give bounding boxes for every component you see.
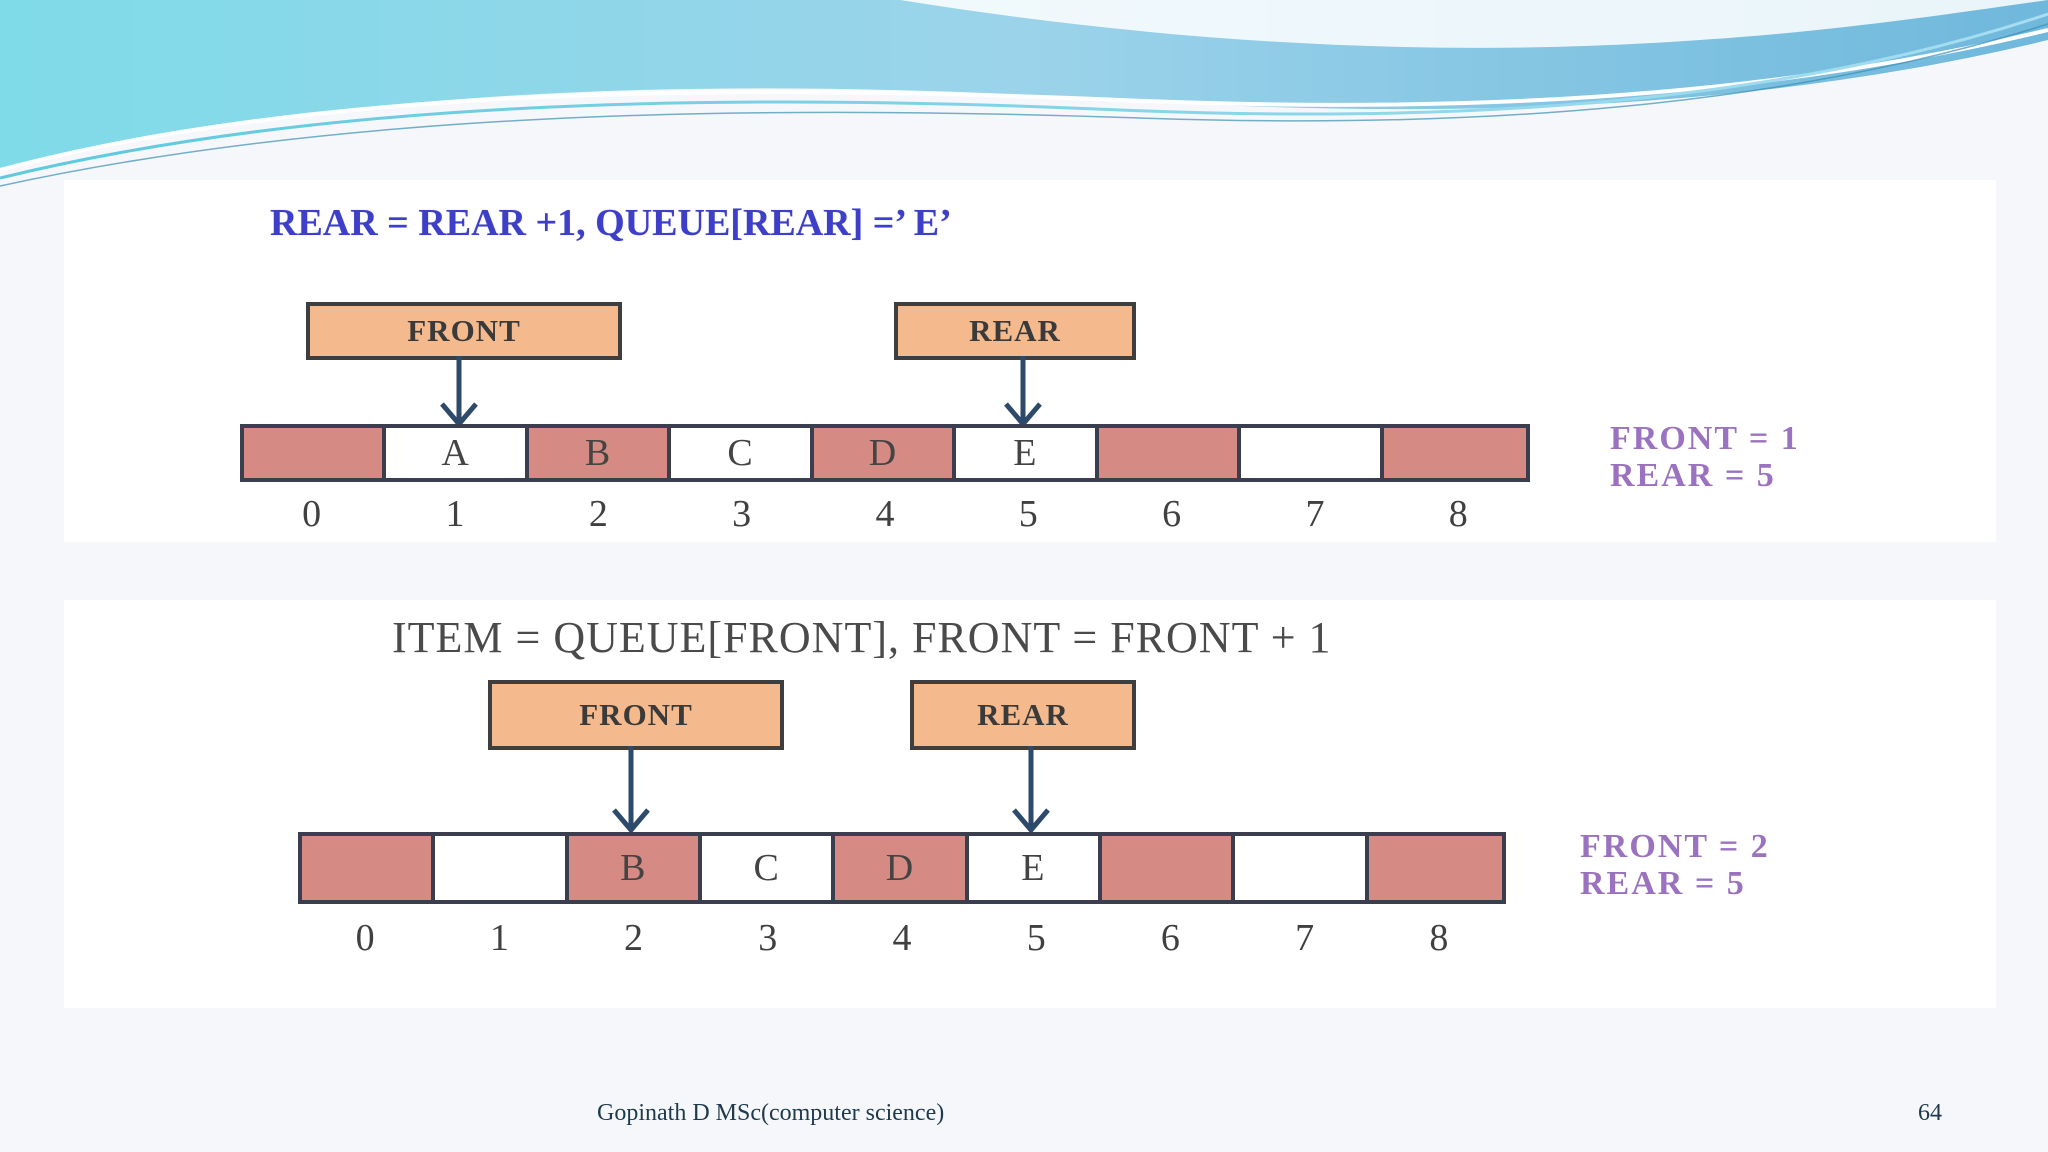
pointer-status: FRONT = 1 REAR = 5 — [1610, 420, 1800, 495]
index-label: 1 — [432, 916, 566, 960]
rear-pointer-box: REAR — [910, 680, 1136, 750]
index-label: 6 — [1100, 492, 1243, 536]
array-cell: B — [529, 428, 671, 478]
array-cell — [244, 428, 386, 478]
array-cell: D — [814, 428, 956, 478]
front-pointer-box: FRONT — [306, 302, 622, 360]
array-cell: B — [569, 836, 702, 900]
pointer-status: FRONT = 2 REAR = 5 — [1580, 828, 1770, 903]
array-cell — [1384, 428, 1526, 478]
front-arrow-icon — [606, 746, 656, 838]
index-label: 3 — [701, 916, 835, 960]
header-wave-decoration — [0, 0, 2048, 190]
index-label: 3 — [670, 492, 813, 536]
array-cell: D — [835, 836, 968, 900]
index-label: 5 — [969, 916, 1103, 960]
rear-status: REAR = 5 — [1610, 457, 1800, 494]
index-label: 0 — [298, 916, 432, 960]
front-status: FRONT = 2 — [1580, 828, 1770, 865]
array-cell: C — [702, 836, 835, 900]
array-cell: E — [956, 428, 1098, 478]
front-status: FRONT = 1 — [1610, 420, 1800, 457]
array-cell: C — [671, 428, 813, 478]
rear-pointer-box: REAR — [894, 302, 1136, 360]
index-label: 0 — [240, 492, 383, 536]
array-cell: E — [969, 836, 1102, 900]
index-label: 2 — [566, 916, 700, 960]
index-label: 4 — [835, 916, 969, 960]
index-label: 8 — [1372, 916, 1506, 960]
array-cell — [1102, 836, 1235, 900]
footer-author: Gopinath D MSc(computer science) — [597, 1100, 944, 1127]
index-label: 6 — [1103, 916, 1237, 960]
rear-arrow-icon — [1006, 746, 1056, 838]
array-cell: A — [386, 428, 528, 478]
index-label: 8 — [1387, 492, 1530, 536]
index-label: 7 — [1238, 916, 1372, 960]
front-pointer-box: FRONT — [488, 680, 784, 750]
rear-arrow-icon — [998, 356, 1048, 432]
index-label: 1 — [383, 492, 526, 536]
array-cell — [1369, 836, 1502, 900]
index-label: 5 — [957, 492, 1100, 536]
page-number: 64 — [1918, 1100, 1942, 1127]
index-label: 4 — [813, 492, 956, 536]
formula-enqueue: REAR = REAR +1, QUEUE[REAR] =’ E’ — [270, 204, 952, 242]
array-cell — [1241, 428, 1383, 478]
array-cell — [302, 836, 435, 900]
index-label: 7 — [1243, 492, 1386, 536]
array-cell — [1099, 428, 1241, 478]
array-cell — [1235, 836, 1368, 900]
rear-status: REAR = 5 — [1580, 865, 1770, 902]
index-label: 2 — [527, 492, 670, 536]
front-arrow-icon — [434, 356, 484, 432]
formula-dequeue: ITEM = QUEUE[FRONT], FRONT = FRONT + 1 — [392, 616, 1332, 660]
array-cell — [435, 836, 568, 900]
